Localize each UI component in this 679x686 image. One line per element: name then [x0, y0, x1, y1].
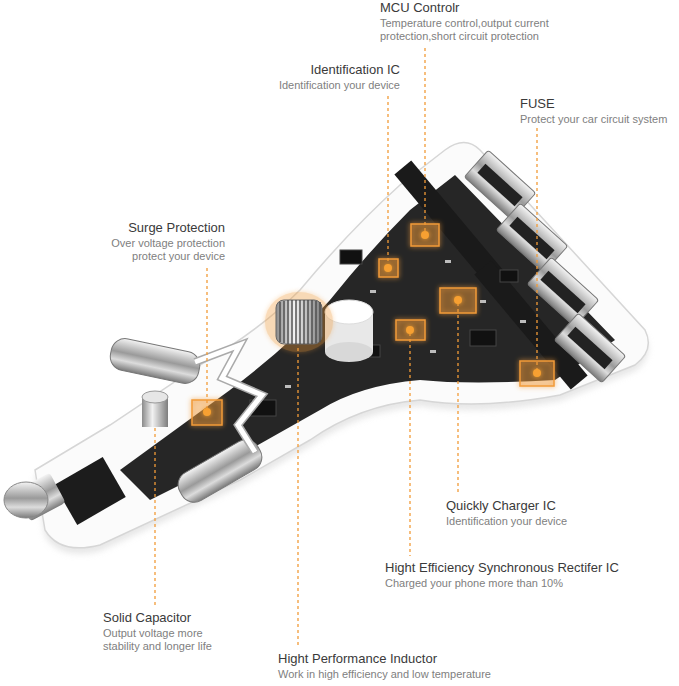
usb-slot — [477, 164, 522, 206]
leader-line — [154, 428, 155, 606]
callout-description: Output voltage more stability and longer… — [103, 627, 238, 653]
chip — [340, 250, 362, 264]
leader-line — [387, 96, 388, 265]
chip — [470, 330, 496, 346]
target-dots — [203, 231, 541, 416]
callout-title: Quickly Charger IC — [446, 498, 556, 514]
usb-slot — [509, 217, 554, 259]
spring-wire — [195, 345, 262, 452]
winding-line — [303, 300, 304, 344]
callout-title: FUSE — [520, 96, 555, 112]
leader-line — [424, 48, 425, 232]
target-dot — [533, 369, 541, 377]
resistor — [520, 320, 526, 323]
winding-line — [319, 302, 320, 342]
usb-slot — [540, 271, 585, 313]
plug-connector — [54, 457, 125, 525]
inductor-symbol — [276, 300, 322, 344]
leader-line — [297, 348, 298, 648]
callout-description: Identification your device — [446, 515, 567, 528]
resistor — [430, 350, 436, 353]
callout-description: Temperature control,output current prote… — [380, 17, 585, 43]
spring-wire-outline — [195, 345, 262, 452]
surge-chip — [192, 400, 222, 425]
target-dot — [421, 231, 429, 239]
component-highlights — [192, 224, 554, 425]
callout-title: Hight Performance Inductor — [278, 651, 437, 667]
callout-title: Surge Protection — [128, 220, 225, 236]
callout-title: MCU Controlr — [380, 0, 459, 16]
winding-line — [283, 301, 284, 343]
winding-line — [299, 300, 300, 344]
plug-tip — [4, 482, 48, 518]
usb-port — [554, 313, 626, 383]
winding-line — [291, 300, 292, 344]
callout-title: Hight Efficiency Synchronous Rectifer IC — [385, 560, 619, 576]
usb-shell — [527, 257, 599, 327]
winding-line — [279, 302, 280, 342]
winding-line — [311, 300, 312, 344]
leader-line — [206, 268, 207, 409]
charger-shell — [35, 143, 648, 548]
callout-title: Solid Capacitor — [103, 610, 191, 626]
target-dot — [203, 408, 211, 416]
capacitor-base — [325, 342, 373, 362]
rectifier-chip — [396, 320, 425, 340]
callout-description: Identification your device — [279, 79, 400, 92]
leader-line — [409, 333, 410, 556]
usb-shell — [554, 313, 626, 383]
target-dot — [406, 326, 414, 334]
leader-lines — [155, 48, 537, 648]
winding-line — [307, 300, 308, 344]
resistor — [285, 385, 291, 388]
target-dot — [384, 264, 392, 272]
callout-title: Identification IC — [310, 62, 400, 78]
callout-description: Charged your phone more than 10% — [385, 577, 563, 590]
winding-line — [295, 300, 296, 344]
capacitor-top — [142, 391, 168, 403]
inductor-glow — [265, 292, 333, 352]
winding-line — [315, 301, 316, 343]
usb-port — [527, 257, 599, 327]
inductor-winding — [280, 300, 320, 344]
callout-description: Over voltage protection protect your dev… — [95, 237, 225, 263]
resistor — [480, 300, 486, 303]
callout-description: Work in high efficiency and low temperat… — [278, 668, 491, 681]
leader-line — [536, 128, 537, 370]
target-dot — [454, 296, 462, 304]
resistor — [370, 290, 376, 293]
winding-line — [287, 300, 288, 344]
identification-chip — [379, 259, 398, 277]
circuit-board — [120, 175, 615, 500]
chip — [500, 270, 518, 282]
leader-line — [457, 303, 458, 494]
side-contact — [108, 336, 203, 386]
mcu-chip — [411, 224, 439, 246]
resistor — [445, 260, 451, 263]
callout-description: Protect your car circuit system — [520, 113, 667, 126]
usb-slot — [567, 327, 612, 369]
